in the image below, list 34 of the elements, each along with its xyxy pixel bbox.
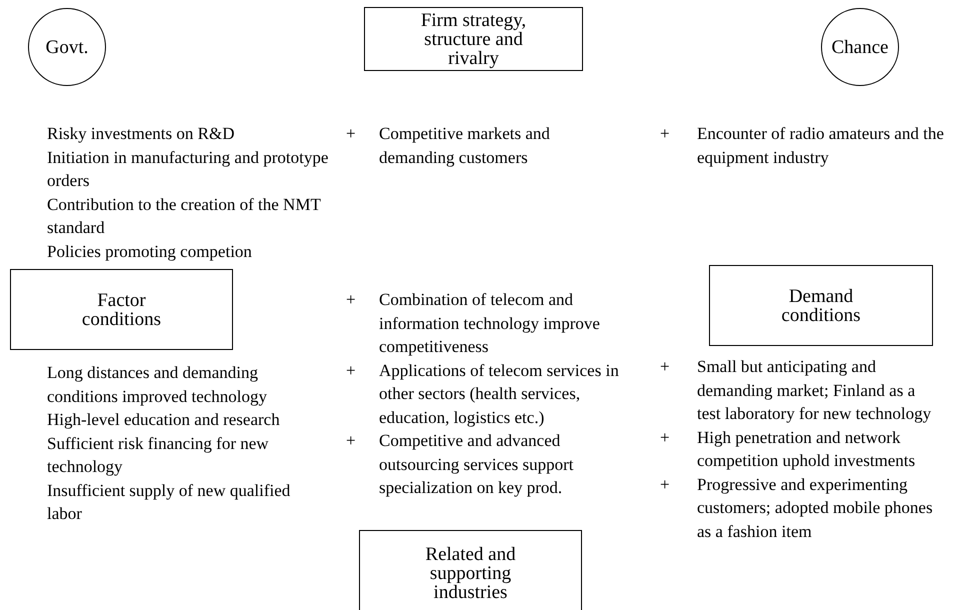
list-item: Risky investments on R&D	[47, 123, 236, 145]
node-title: Factor conditions	[80, 290, 162, 328]
node-title: Demand conditions	[780, 286, 862, 324]
node-title: Chance	[832, 38, 888, 56]
list-item: Encounter of radio amateurs and the equipment industry	[697, 123, 945, 169]
plus-sign: +	[346, 289, 356, 311]
list-item: Applications of telecom services in other sectors (health services, education, logistics etc.)	[379, 360, 620, 429]
list-item: Competitive markets and demanding customers	[379, 123, 551, 169]
plus-sign: +	[346, 430, 356, 452]
node-title: Related and supporting industries	[424, 544, 517, 602]
plus-sign: +	[660, 123, 670, 145]
list-item: Competitive and advanced outsourcing services support specialization on key prod.	[379, 430, 575, 499]
plus-sign: +	[346, 123, 356, 145]
text-box	[10, 269, 233, 350]
list-item: Contribution to the creation of the NMT standard	[47, 194, 322, 239]
list-item: Small but anticipating and demanding market; Finland as a test laboratory for new technology	[697, 356, 932, 425]
list-item: Long distances and demanding conditions improved technology	[47, 362, 268, 408]
list-item: High-level education and research	[47, 409, 281, 431]
list-item: Sufficient risk financing for new technology	[47, 432, 270, 478]
list-item: Insufficient supply of new qualified labor	[47, 480, 292, 525]
list-item: High penetration and network competition uphold investments	[697, 426, 916, 472]
list-item: Combination of telecom and information technology improve competitiveness	[379, 289, 601, 358]
node-title: Firm strategy, structure and rivalry	[420, 10, 528, 68]
plus-sign: +	[660, 426, 670, 448]
plus-sign: +	[660, 356, 670, 378]
plus-sign: +	[346, 360, 356, 382]
text-box	[359, 530, 582, 610]
list-item: Policies promoting competion	[47, 240, 253, 263]
plus-sign: +	[660, 474, 670, 496]
text-box	[364, 7, 583, 71]
node-title: Govt.	[46, 38, 88, 56]
text-box	[709, 265, 933, 346]
list-item: Initiation in manufacturing and prototype orders	[47, 146, 330, 192]
list-item: Progressive and experimenting customers; adopted mobile phones as a fashion item	[697, 474, 934, 542]
